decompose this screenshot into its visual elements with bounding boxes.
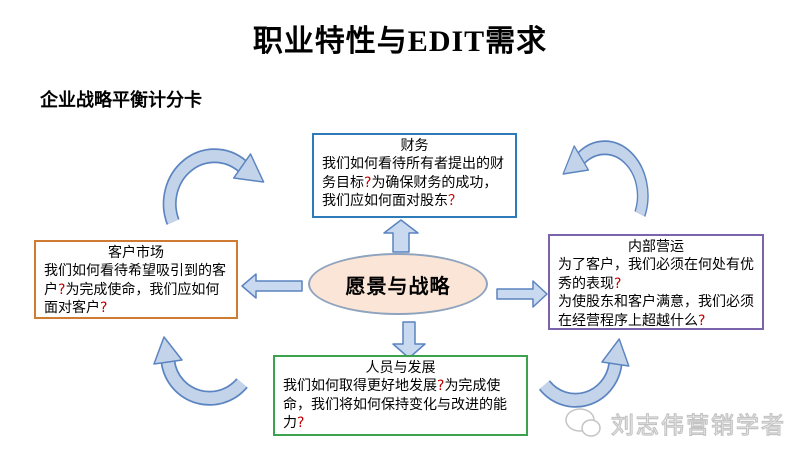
- people-development-box-title: 人员与发展: [365, 360, 436, 376]
- finance-box: 财务 我们如何看待所有者提出的财务目标?为确保财务的成功，我们应如何面对股东？: [312, 133, 517, 218]
- people-development-box: 人员与发展 我们如何取得更好地发展?为完成使命，我们将如何保持变化与改进的能力?: [273, 355, 528, 436]
- block-arrow-right-icon: [496, 280, 548, 308]
- section-subtitle: 企业战略平衡计分卡: [40, 90, 202, 110]
- customer-box-body: 我们如何看待希望吸引到的客户?为完成使命，我们应如何面对客户?: [44, 263, 226, 317]
- watermark-text: 刘志伟营销学者: [610, 412, 786, 439]
- curved-arrow-top-left-icon: [162, 148, 265, 225]
- finance-box-body: 我们如何看待所有者提出的财务目标?为确保财务的成功，我们应如何面对股东？: [322, 156, 504, 210]
- vision-strategy-label: 愿景与战略: [345, 273, 451, 298]
- watermark: 刘志伟营销学者: [563, 406, 786, 440]
- watermark-logo-icon: [565, 408, 601, 437]
- customer-box-title: 客户市场: [108, 245, 164, 261]
- curved-arrow-top-right-icon: [562, 140, 649, 217]
- finance-box-title: 财务: [400, 138, 429, 154]
- customer-box: 客户市场 我们如何看待希望吸引到的客户?为完成使命，我们应如何面对客户?: [34, 240, 238, 319]
- block-arrow-left-icon: [241, 273, 303, 299]
- block-arrow-up-icon: [383, 219, 419, 253]
- internal-operations-box-body: 为了客户，我们必须在何处有优秀的表现? 为使股东和客户满意，我们必须在经营程序上…: [558, 257, 754, 329]
- curved-arrow-bottom-right-icon: [538, 338, 630, 408]
- block-arrow-down-icon: [392, 321, 426, 359]
- people-development-box-body: 我们如何取得更好地发展?为完成使命，我们将如何保持变化与改进的能力?: [283, 378, 507, 432]
- vision-strategy-ellipse: 愿景与战略: [308, 253, 488, 315]
- internal-operations-box-title: 内部营运: [628, 239, 684, 255]
- page-title: 职业特性与EDIT需求: [252, 25, 548, 58]
- internal-operations-box: 内部营运 为了客户，我们必须在何处有优秀的表现? 为使股东和客户满意，我们必须在…: [548, 234, 764, 330]
- curved-arrow-bottom-left-icon: [153, 336, 248, 406]
